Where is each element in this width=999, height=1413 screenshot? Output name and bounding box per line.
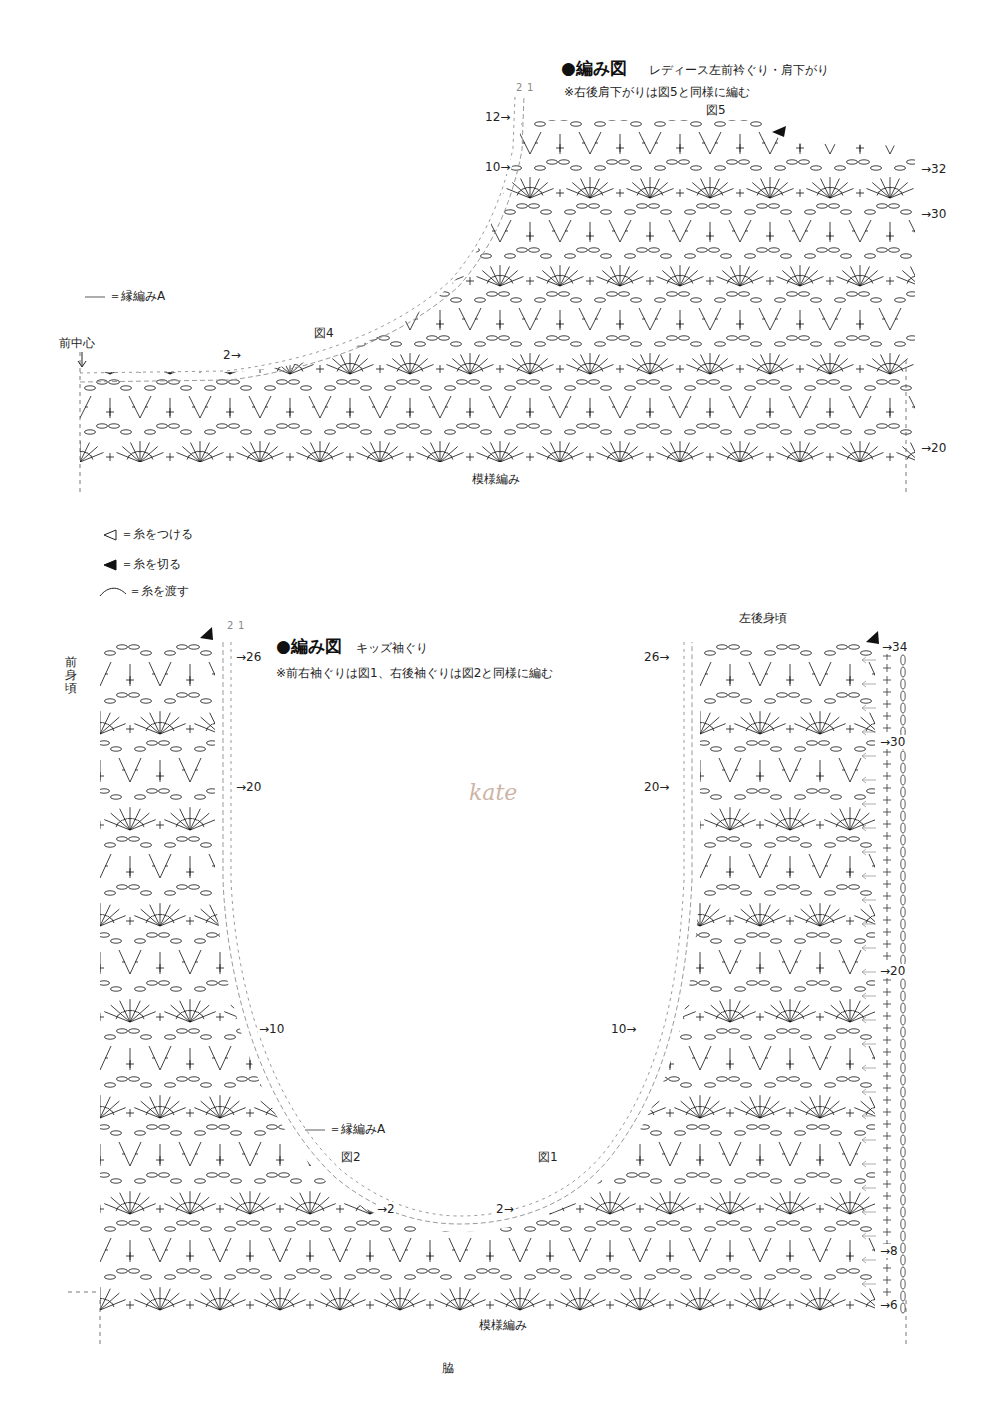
row-number: 10→ (610, 1022, 637, 1036)
row-number: 26→ (643, 650, 670, 664)
note: ※右後肩下がりは図5と同様に編む (563, 85, 751, 99)
part-name: 左後身頃 (738, 611, 788, 625)
row-number: →20 (879, 964, 906, 978)
guide-line (68, 352, 906, 1345)
legend-text: ＝糸をつける (120, 527, 194, 541)
row-number: →30 (920, 207, 947, 221)
row-number: →8 (879, 1244, 899, 1258)
subheading: キッズ袖ぐり (355, 641, 429, 655)
legend-text: ＝縁編みA (108, 289, 166, 303)
legend-sample (85, 297, 325, 1130)
direction-arrow (862, 657, 876, 1287)
legend-text: ＝縁編みA (328, 1122, 386, 1136)
heading: ●編み図 (560, 58, 628, 78)
row-number: 2 (515, 82, 523, 94)
row-number: 10→ (484, 160, 511, 174)
row-number: →34 (881, 640, 908, 654)
row-number: 1 (526, 82, 534, 94)
row-number: →6 (879, 1298, 899, 1312)
legend-text: ＝糸を渡す (128, 584, 190, 598)
row-number: 1 (237, 620, 245, 632)
heading: ●編み図 (275, 636, 343, 656)
part-name: 前身頃 (64, 656, 78, 696)
row-number: 2→ (495, 1202, 515, 1216)
row-number: →32 (920, 162, 947, 176)
row-number: 2 (226, 620, 234, 632)
row-number: →2 (376, 1202, 396, 1216)
row-number: 20→ (643, 780, 670, 794)
row-number: 12→ (484, 110, 511, 124)
pattern-name: 模様編み (471, 472, 521, 486)
row-number: →20 (235, 780, 262, 794)
cut-mark (200, 126, 879, 644)
figure-number: 図1 (537, 1150, 559, 1164)
part-name: 脇 (441, 1361, 455, 1375)
row-number: 2→ (222, 348, 242, 362)
row-number: →30 (879, 735, 906, 749)
figure-number: 図2 (340, 1150, 362, 1164)
center-arrow (78, 352, 86, 367)
subheading: レディース左前衿ぐり・肩下がり (648, 63, 830, 77)
row-number: →26 (235, 650, 262, 664)
edging-a (80, 96, 692, 1224)
row-number: →20 (920, 441, 947, 455)
stitch-symbols (14, 615, 961, 1310)
part-name: 前中心 (58, 336, 96, 350)
stitch-symbols (0, 89, 999, 462)
row-number: →10 (258, 1022, 285, 1036)
watermark: kate (468, 780, 518, 806)
stitch-pattern (0, 89, 999, 462)
pattern-name: 模様編み (478, 1318, 528, 1332)
stitch-pattern (14, 615, 961, 1310)
note: ※前右袖ぐりは図1、右後袖ぐりは図2と同様に編む (275, 666, 554, 680)
figure-number: 図4 (313, 326, 335, 340)
legend-text: ＝糸を切る (120, 557, 182, 571)
figure-number: 図5 (705, 103, 727, 117)
